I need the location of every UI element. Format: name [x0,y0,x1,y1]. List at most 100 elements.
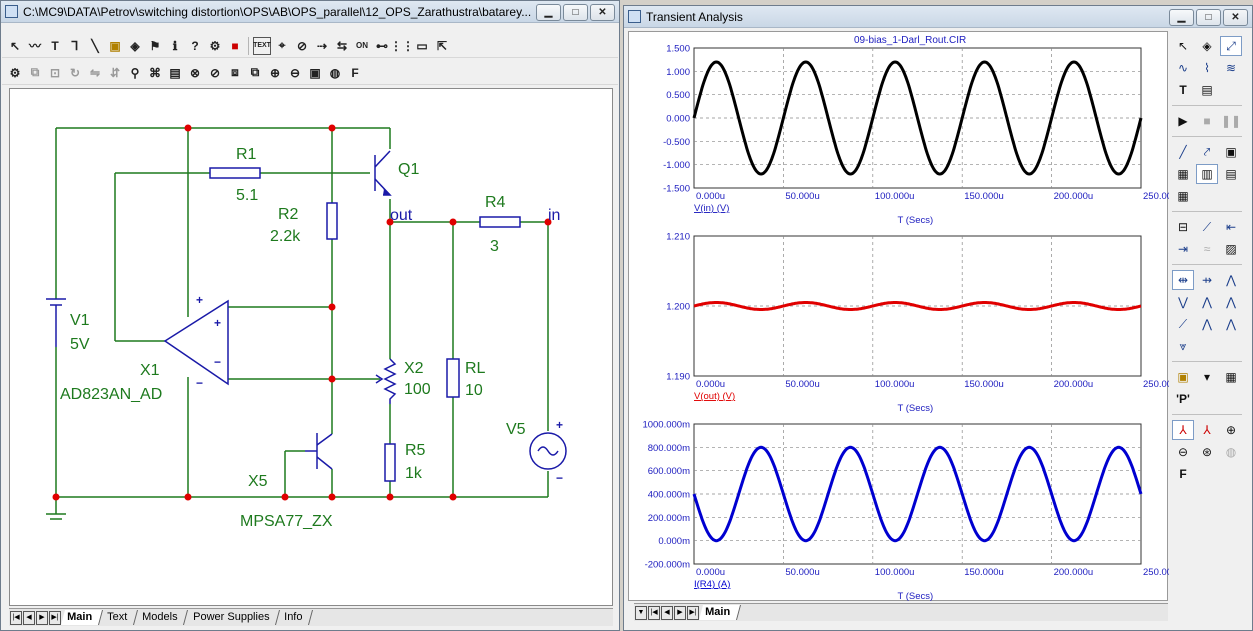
fill-icon[interactable]: ▣ [1225,145,1237,159]
tangent-icon[interactable]: ⤤ [1203,144,1211,159]
properties-dialog-icon[interactable]: ▤ [1201,83,1213,97]
window-icon[interactable]: ▭ [416,38,428,53]
peak-label-icon[interactable]: 'P' [1176,392,1190,406]
pause-icon[interactable]: ❚❚ [1220,114,1242,128]
zoom-fit-icon[interactable]: ⊛ [1201,445,1213,459]
line-icon[interactable]: ╱ [1179,145,1187,159]
shape-mode-icon[interactable]: ◈ [1202,39,1212,53]
group-icon[interactable]: ⧉ [30,65,40,79]
next-page-button[interactable]: ▶ [36,610,48,625]
layers-icon[interactable]: ⧈ [231,65,239,79]
y-label-icon[interactable]: ⅄ [1203,423,1211,437]
zoom-out-icon[interactable]: ⊖ [289,65,301,80]
analysis-scroll-button[interactable]: ▼ [635,605,647,620]
select-arrow-icon[interactable]: ↖ [9,38,21,53]
component-editor-icon[interactable]: ⚙ [209,38,221,53]
analysis-first-page-button[interactable]: |◀ [648,605,660,620]
label-icon[interactable]: ▣ [1177,370,1189,384]
node-numbers-icon[interactable]: ⌖ [278,38,286,52]
point-mode-icon[interactable]: ⌇ [1204,61,1210,75]
page-icon[interactable]: ▤ [169,65,181,80]
minimize-button[interactable]: ▁ [536,4,561,21]
rotate-icon[interactable]: ↻ [69,65,81,80]
analysis-titlebar[interactable]: Transient Analysis ▁ □ ✕ [624,6,1252,28]
label-dropdown-icon[interactable]: ▾ [1203,370,1211,384]
zoom-in-icon[interactable]: ⊕ [269,65,281,80]
numeric-table-icon[interactable]: ▦ [1225,370,1237,384]
run-icon[interactable]: ▶ [1178,114,1188,128]
peak-icon[interactable]: ⋀ [1226,273,1236,287]
analysis-close-button[interactable]: ✕ [1223,9,1248,26]
next-peak-icon[interactable]: ⇹ [1172,270,1194,290]
scope-mode-icon[interactable]: ≋ [1225,61,1237,75]
valley-icon[interactable]: ⋁ [1178,295,1188,309]
global-high-icon[interactable]: ⋀ [1202,317,1212,331]
component-icon[interactable]: ▣ [109,38,121,53]
series-line[interactable] [692,445,1143,543]
high-icon[interactable]: ⋀ [1202,295,1212,309]
globe-icon[interactable]: ◍ [329,65,341,80]
cursor-left-icon[interactable]: ⇤ [1225,220,1237,234]
layers-back-icon[interactable]: ⧉ [250,65,260,79]
prev-page-button[interactable]: ◀ [23,610,35,625]
wire-icon[interactable]: 〰 [28,39,41,53]
analysis-tab-main[interactable]: Main [698,605,742,620]
flip-icon[interactable]: ⇵ [109,65,121,80]
baseline-icon[interactable]: ⊟ [1177,220,1189,234]
analysis-minimize-button[interactable]: ▁ [1169,9,1194,26]
inflection-icon[interactable]: ⟋ [1178,316,1188,331]
mirror-icon[interactable]: ⇋ [89,65,101,80]
analysis-maximize-button[interactable]: □ [1196,9,1221,26]
series-line[interactable] [693,301,1142,311]
close-button[interactable]: ✕ [590,4,615,21]
select-mode-icon[interactable]: ↖ [1177,39,1189,53]
on-state-icon[interactable]: ON [356,41,368,50]
cursor-right-icon[interactable]: ⇥ [1177,242,1189,256]
diagonal-wire-icon[interactable]: ╲ [91,38,99,53]
low-icon[interactable]: ⋀ [1226,295,1236,309]
waveform-icon[interactable]: ≈ [1203,242,1211,256]
binoculars-icon[interactable]: ⌘ [149,65,161,80]
camera-icon[interactable]: ▣ [309,65,321,80]
schematic-canvas[interactable]: R1 5.1 R2 2.2k R4 3 Q1 out in V1 5V X1 A… [9,88,613,606]
maximize-button[interactable]: □ [563,4,588,21]
info-icon[interactable]: ℹ [172,38,178,53]
analysis-next-page-button[interactable]: ▶ [674,605,686,620]
zoom-out-plot-icon[interactable]: ⊖ [1177,445,1189,459]
help-icon[interactable]: ? [191,38,199,53]
globe-plot-icon[interactable]: ◍ [1225,445,1237,459]
scale-mode-icon[interactable]: ⤢ [1220,36,1242,56]
table-icon[interactable]: ▦ [1177,167,1189,181]
text-tool-icon[interactable]: T [51,38,59,53]
cancel-icon[interactable]: ⊘ [209,65,221,80]
schematic-titlebar[interactable]: C:\MC9\DATA\Petrov\switching distortion\… [1,1,619,23]
tab-main[interactable]: Main [60,610,104,625]
grid-vertical-icon[interactable]: ▥ [1196,164,1218,184]
shape-icon[interactable]: ◈ [130,38,140,53]
palette-icon[interactable]: ■ [231,38,239,53]
tab-models[interactable]: Models [136,610,189,625]
pin-connection-icon[interactable]: ⊷ [376,38,388,53]
slope-icon[interactable]: ⩔ [1179,338,1187,353]
node-voltage-icon[interactable]: ⊘ [296,38,308,53]
stop-icon[interactable]: ⊗ [189,65,201,80]
properties-icon[interactable]: ⚙ [9,65,21,80]
tab-text[interactable]: Text [101,610,139,625]
orthogonal-wire-icon[interactable]: ⅂ [71,38,79,53]
tab-power-supplies[interactable]: Power Supplies [186,610,281,625]
next-valley-icon[interactable]: ⇸ [1201,273,1213,287]
grid-full-icon[interactable]: ▦ [1177,189,1189,203]
global-low-icon[interactable]: ⋀ [1226,317,1236,331]
trace-mode-icon[interactable]: ∿ [1177,61,1189,75]
grid-horizontal-icon[interactable]: ▤ [1225,167,1237,181]
x-label-icon[interactable]: ⅄ [1172,420,1194,440]
scope-icon[interactable]: ▨ [1225,242,1237,256]
last-page-button[interactable]: ▶| [49,610,61,625]
pointer-icon[interactable]: ⇱ [436,38,448,53]
first-page-button[interactable]: |◀ [10,610,22,625]
find-icon[interactable]: ⚲ [130,65,140,80]
tab-info[interactable]: Info [278,610,314,625]
copy-icon[interactable]: ⊡ [49,65,61,80]
